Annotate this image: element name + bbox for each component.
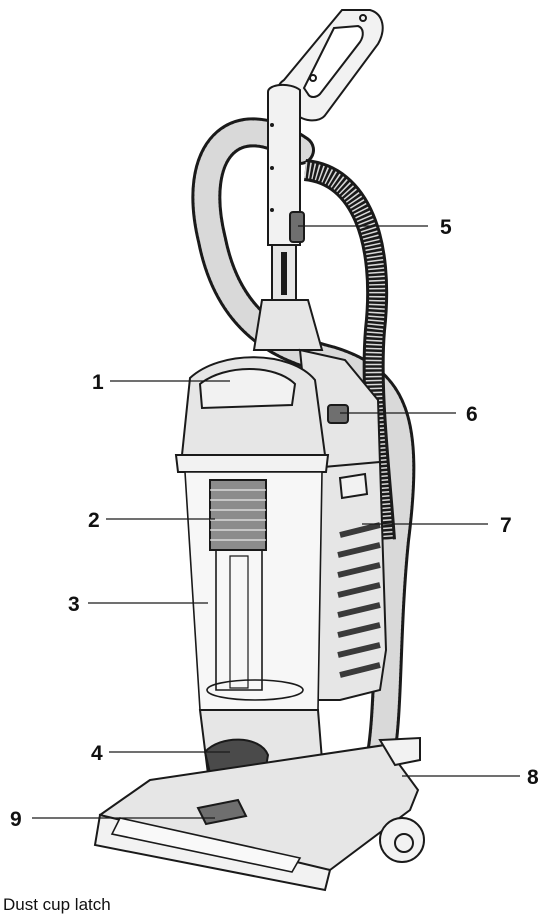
callout-2: 2 <box>88 509 100 532</box>
callout-9: 9 <box>10 808 22 831</box>
handle-tube <box>267 84 305 306</box>
callout-4: 4 <box>91 742 103 765</box>
cord-wrap <box>338 472 369 500</box>
callout-6: 6 <box>466 403 478 426</box>
leader-lines <box>32 225 520 819</box>
foot-pedal <box>378 736 421 767</box>
dust-cup-lid <box>174 356 330 473</box>
power-switch <box>327 404 349 424</box>
callout-5: 5 <box>440 216 452 239</box>
side-housing <box>310 404 388 701</box>
caption-dust-cup-latch: Dust cup latch <box>3 895 111 914</box>
vent-grille <box>337 522 381 678</box>
callout-3: 3 <box>68 593 80 616</box>
floor-nozzle <box>93 736 425 892</box>
dust-cup <box>184 471 323 711</box>
callout-8: 8 <box>527 766 539 789</box>
rear-wheel <box>379 817 425 863</box>
callout-1: 1 <box>92 371 104 394</box>
callout-7: 7 <box>500 514 512 537</box>
handle-release-button <box>289 211 305 243</box>
upper-neck <box>252 299 324 351</box>
